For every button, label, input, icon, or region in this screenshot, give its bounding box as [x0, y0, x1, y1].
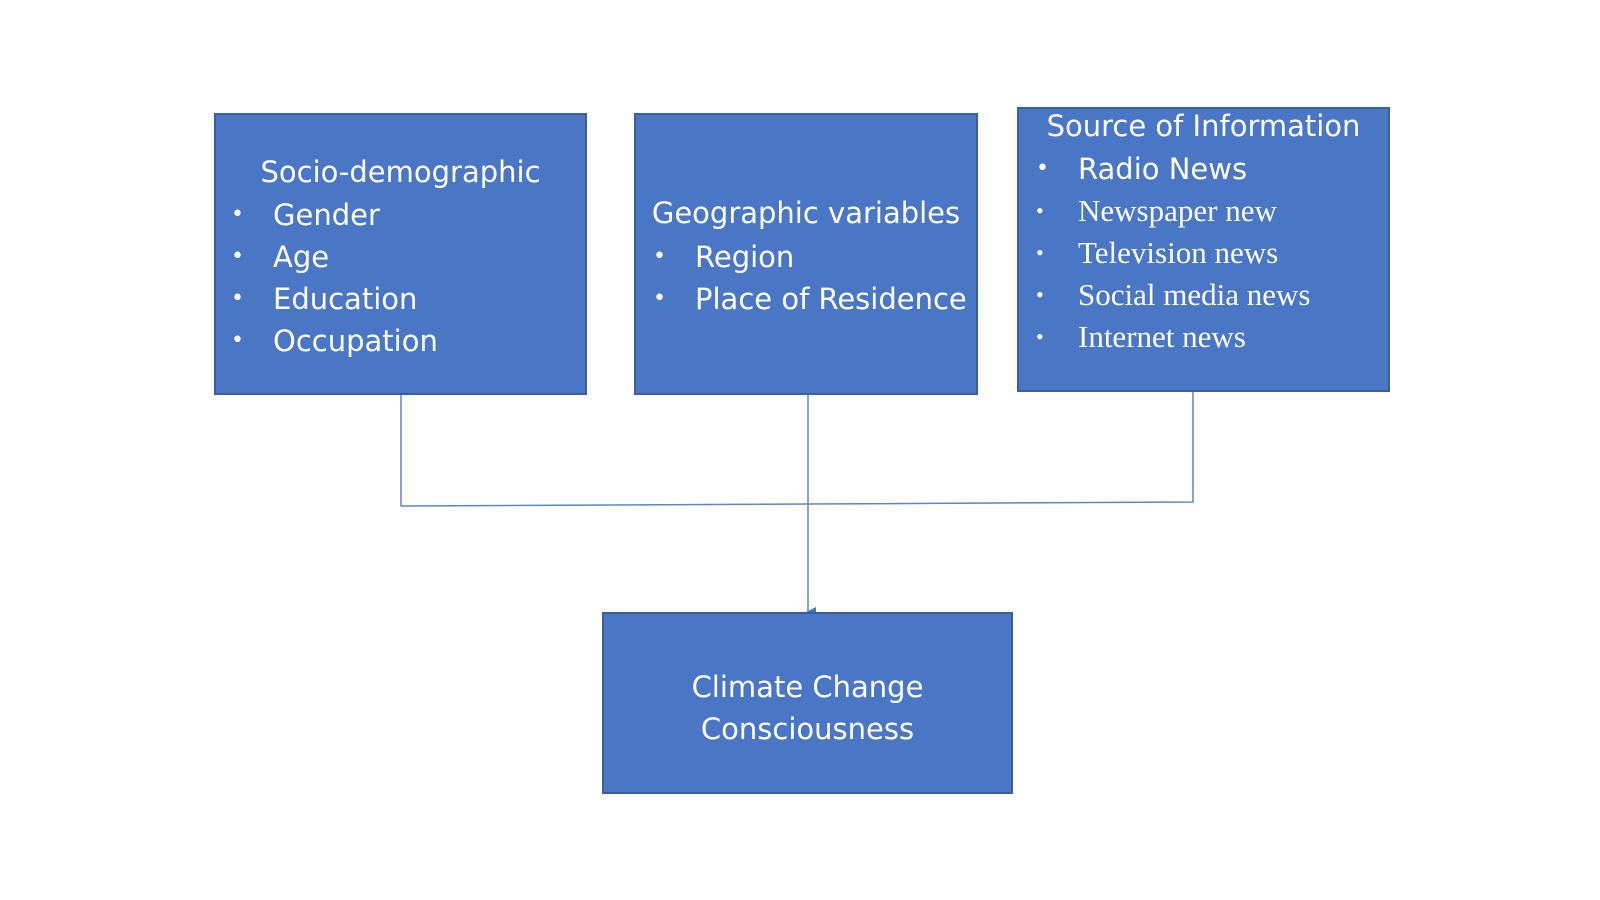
socio-demographic-box: Socio-demographic • Gender • Age • Educatio…	[214, 113, 587, 395]
list-item: • Television news	[1036, 232, 1310, 274]
connector-socio	[400, 395, 809, 507]
source-of-information-box: Source of Information • Radio News • Newsp…	[1017, 107, 1390, 392]
list-item: • Occupation	[231, 320, 438, 362]
list-item: • Social media news	[1036, 274, 1311, 316]
socio-demographic-list: • Gender • Age • Education • Occupation	[231, 194, 438, 362]
list-item: • Age	[231, 236, 438, 278]
geographic-variables-title: Geographic variables	[651, 196, 961, 230]
list-item-label: Newspaper new	[1078, 193, 1277, 228]
list-item: • Place of Residence	[653, 278, 967, 320]
list-item-label: Place of Residence	[695, 282, 967, 316]
source-of-information-list: • Radio News • Newspaper new • Television n…	[1036, 148, 1311, 358]
outcome-label: Climate Change Consciousness	[604, 666, 1011, 750]
connector-source	[807, 392, 1194, 505]
list-item-label: Social media news	[1078, 277, 1311, 312]
outcome-line: Climate Change	[691, 670, 924, 704]
list-item-label: Occupation	[273, 324, 438, 358]
bullet-icon: •	[1036, 282, 1044, 307]
list-item-label: Radio News	[1078, 152, 1248, 186]
bullet-icon: •	[231, 244, 244, 269]
bullet-icon: •	[231, 328, 244, 353]
bullet-icon: •	[653, 244, 666, 269]
geographic-variables-list: • Region • Place of Residence	[653, 236, 967, 320]
bullet-icon: •	[1036, 240, 1044, 265]
bullet-icon: •	[1036, 198, 1044, 223]
list-item-label: Education	[273, 282, 418, 316]
bullet-icon: •	[1036, 156, 1049, 181]
outcome-line: Consciousness	[700, 712, 915, 746]
bullet-icon: •	[1036, 324, 1044, 349]
list-item: • Internet news	[1036, 316, 1310, 358]
list-item-label: Internet news	[1078, 319, 1246, 354]
list-item: • Radio News	[1036, 148, 1310, 190]
list-item-label: Age	[273, 240, 330, 274]
geographic-variables-box: Geographic variables • Region • Place of R…	[634, 113, 978, 395]
list-item: • Gender	[231, 194, 438, 236]
list-item: • Education	[231, 278, 438, 320]
list-item-label: Gender	[273, 198, 380, 232]
climate-change-consciousness-box: Climate Change Consciousness	[602, 612, 1013, 794]
list-item-label: Region	[695, 240, 795, 274]
bullet-icon: •	[231, 202, 244, 227]
bullet-icon: •	[653, 286, 666, 311]
source-of-information-title: Source of Information	[1046, 109, 1361, 143]
list-item-label: Television news	[1078, 235, 1279, 270]
socio-demographic-title: Socio-demographic	[260, 155, 541, 189]
list-item: • Region	[653, 236, 967, 278]
list-item: • Newspaper new	[1036, 190, 1310, 232]
bullet-icon: •	[231, 286, 244, 311]
